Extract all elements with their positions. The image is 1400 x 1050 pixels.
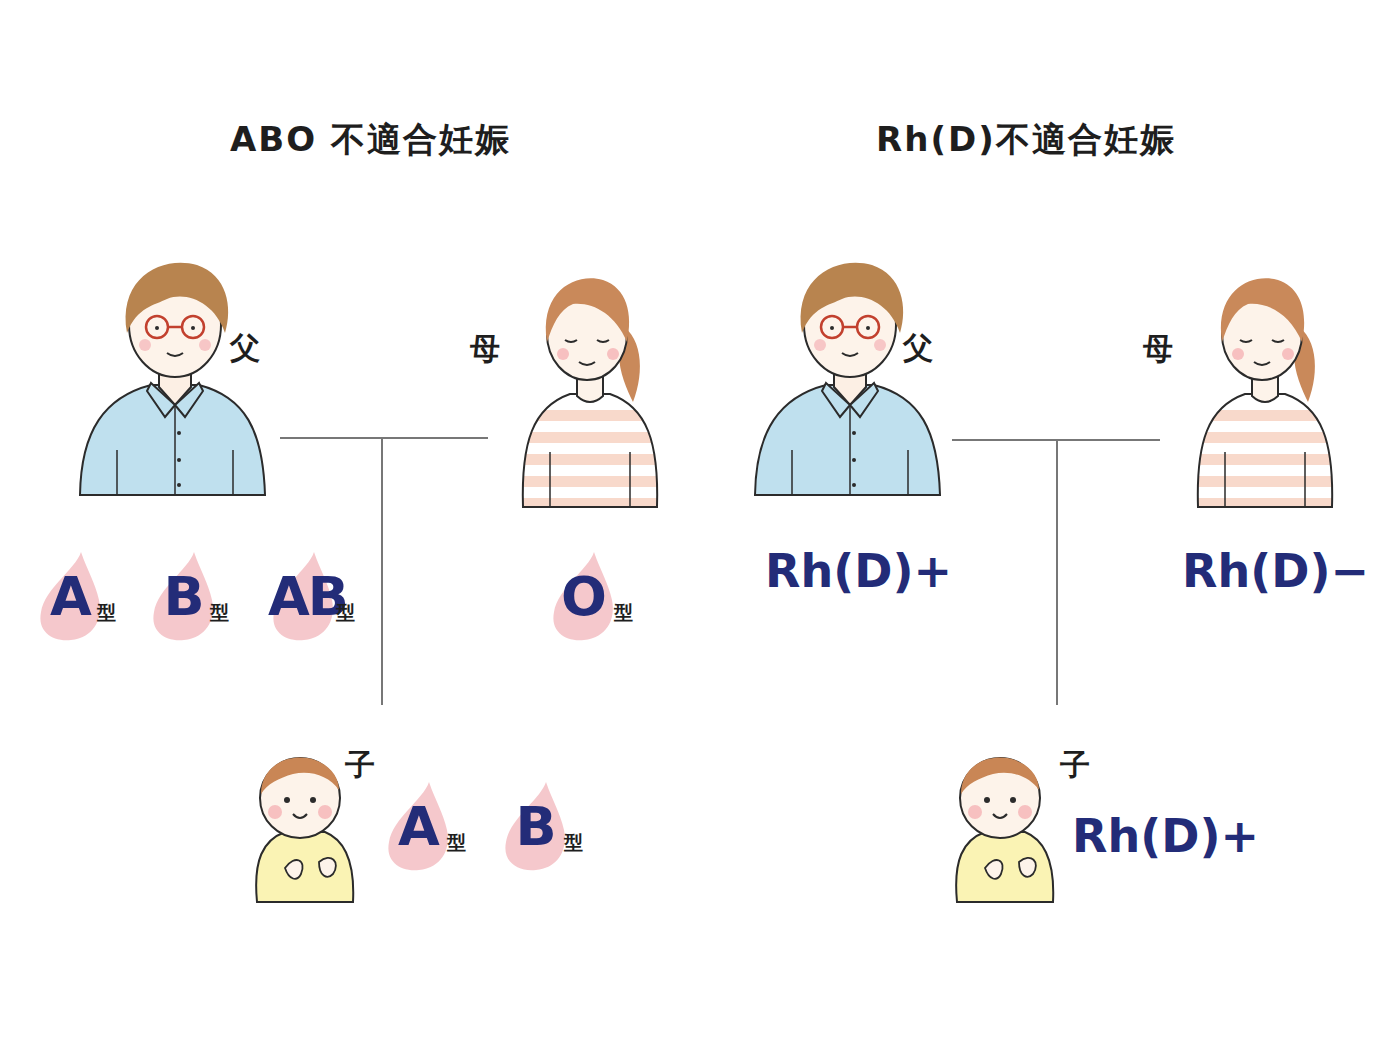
blood-type-drop: A型 <box>383 778 453 873</box>
person-figure: 母 <box>1160 262 1340 512</box>
person-label: 子 <box>345 750 375 780</box>
blood-type-suffix: 型 <box>210 603 229 622</box>
panel-heading: Rh(D)不適合妊娠 <box>876 122 1176 156</box>
blood-type-letter: O <box>548 570 618 624</box>
child-illustration <box>945 750 1060 905</box>
blood-type-suffix: 型 <box>614 603 633 622</box>
blood-type-drop: O型 <box>548 548 618 643</box>
blood-type-letter: B <box>500 800 570 854</box>
blood-type-suffix: 型 <box>336 603 355 622</box>
person-label: 父 <box>903 333 933 363</box>
family-connector <box>1057 440 1160 705</box>
person-label: 母 <box>1143 334 1173 364</box>
person-figure: 子 <box>245 705 390 905</box>
blood-type-drop: A型 <box>35 548 105 643</box>
family-connector <box>382 438 488 705</box>
person-label: 母 <box>470 334 500 364</box>
person-figure: 父 <box>750 255 952 500</box>
rh-type-label: Rh(D)− <box>1182 548 1369 594</box>
father-illustration <box>750 255 950 500</box>
blood-type-suffix: 型 <box>564 833 583 852</box>
blood-type-letter: AB <box>268 570 338 624</box>
rh-type-label: Rh(D)+ <box>1072 813 1259 859</box>
person-figure: 父 <box>75 255 280 500</box>
person-label: 子 <box>1060 750 1090 780</box>
blood-type-letter: A <box>383 800 453 854</box>
blood-type-suffix: 型 <box>97 603 116 622</box>
blood-type-letter: B <box>148 570 218 624</box>
panel-heading: ABO 不適合妊娠 <box>230 122 511 156</box>
mother-illustration <box>515 262 665 512</box>
person-figure: 子 <box>945 705 1075 910</box>
father-illustration <box>75 255 275 500</box>
family-connector <box>952 440 1057 705</box>
blood-type-letter: A <box>35 570 105 624</box>
blood-type-suffix: 型 <box>447 833 466 852</box>
rh-type-label: Rh(D)+ <box>765 548 952 594</box>
child-illustration <box>245 750 360 905</box>
person-label: 父 <box>230 333 260 363</box>
blood-type-drop: B型 <box>500 778 570 873</box>
blood-type-drop: B型 <box>148 548 218 643</box>
blood-type-drop: AB型 <box>268 548 338 643</box>
person-figure: 母 <box>488 262 668 512</box>
mother-illustration <box>1190 262 1340 512</box>
